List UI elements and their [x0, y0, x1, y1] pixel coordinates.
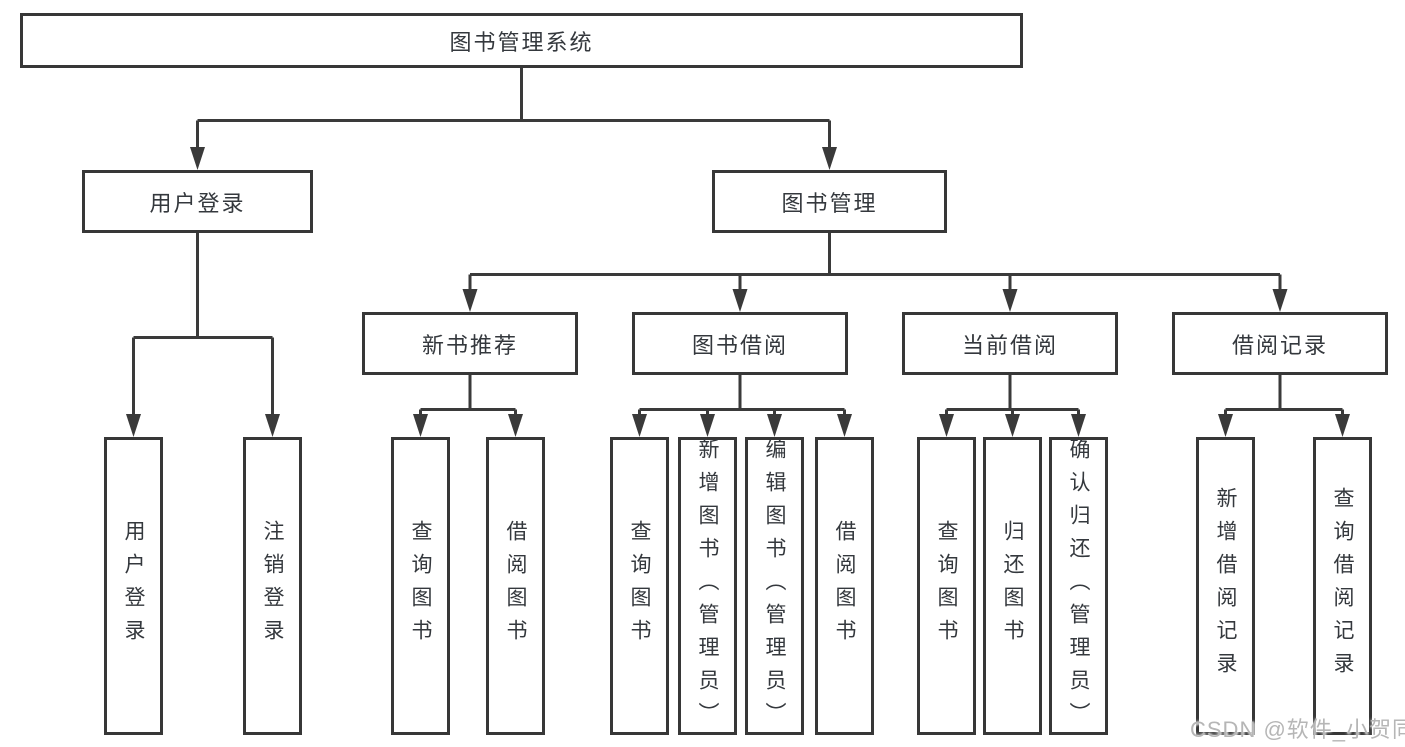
arrowhead — [1005, 414, 1020, 437]
arrowhead — [265, 414, 280, 437]
arrowhead — [190, 147, 205, 170]
arrowhead — [632, 414, 647, 437]
arrowhead — [462, 289, 478, 312]
leaf-add-books-admin: 新增图书（管理员） — [678, 437, 737, 735]
leaf-logout: 注销登录 — [243, 437, 302, 735]
arrowhead — [508, 414, 523, 437]
connector-new-books-children — [413, 375, 523, 437]
arrowhead — [837, 414, 852, 437]
node-new-book-recommend: 新书推荐 — [362, 312, 578, 375]
node-book-management: 图书管理 — [712, 170, 947, 233]
arrowhead — [767, 414, 782, 437]
arrowhead — [732, 289, 748, 312]
connector-user-login-children — [126, 233, 280, 437]
node-user-login: 用户登录 — [82, 170, 313, 233]
arrowhead — [939, 414, 954, 437]
arrowhead — [822, 147, 837, 170]
leaf-user-login: 用户登录 — [104, 437, 163, 735]
leaf-borrow-books-2: 借阅图书 — [815, 437, 874, 735]
connector-book-mgmt-to-level3 — [462, 233, 1288, 312]
node-current-borrow: 当前借阅 — [902, 312, 1118, 375]
connector-book-borrow-children — [632, 375, 852, 437]
leaf-query-borrow-record: 查询借阅记录 — [1313, 437, 1372, 735]
connector-borrow-records-children — [1218, 375, 1350, 437]
csdn-watermark: CSDN @软件_小贺同学 — [1190, 717, 1405, 742]
connector-current-borrow-children — [939, 375, 1086, 437]
arrowhead — [1335, 414, 1350, 437]
node-borrow-records: 借阅记录 — [1172, 312, 1388, 375]
node-root-system: 图书管理系统 — [20, 13, 1023, 68]
leaf-return-books: 归还图书 — [983, 437, 1042, 735]
arrowhead — [413, 414, 428, 437]
arrowhead — [1272, 289, 1288, 312]
leaf-query-books-1: 查询图书 — [391, 437, 450, 735]
leaf-borrow-books-1: 借阅图书 — [486, 437, 545, 735]
leaf-query-books-3: 查询图书 — [917, 437, 976, 735]
arrowhead — [126, 414, 141, 437]
arrowhead — [1218, 414, 1233, 437]
arrowhead — [1071, 414, 1086, 437]
arrowhead — [700, 414, 715, 437]
arrowhead — [1002, 289, 1018, 312]
leaf-edit-books-admin: 编辑图书（管理员） — [745, 437, 804, 735]
leaf-add-borrow-record: 新增借阅记录 — [1196, 437, 1255, 735]
node-book-borrow: 图书借阅 — [632, 312, 848, 375]
connector-root-to-level2 — [190, 68, 837, 170]
leaf-query-books-2: 查询图书 — [610, 437, 669, 735]
leaf-confirm-return-admin: 确认归还（管理员） — [1049, 437, 1108, 735]
